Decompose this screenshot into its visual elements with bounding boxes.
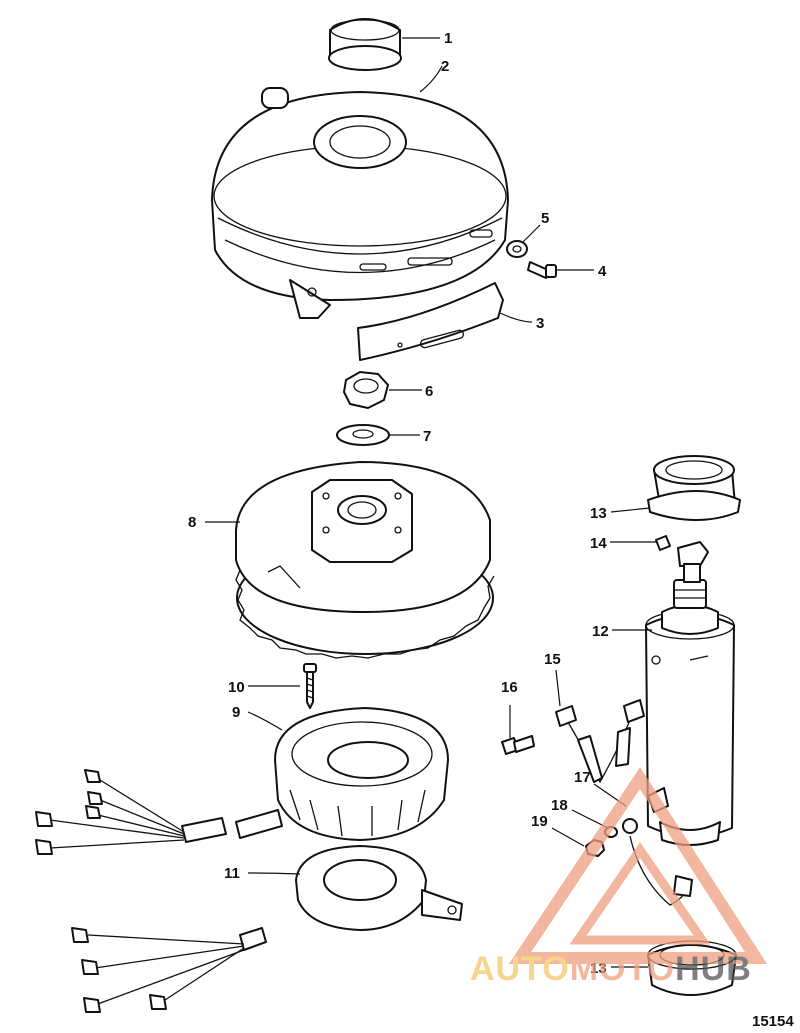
screw-part-4 [527,261,557,279]
flywheel-part-8 [235,461,495,659]
callout-19: 19 [531,813,548,830]
watermark-text-moto: MOTO [570,950,675,988]
callout-labels: 1 2 3 4 5 6 7 8 9 10 11 12 13 13 14 15 1… [188,30,609,977]
bolt-part-16 [501,735,535,755]
callout-4: 4 [598,263,607,280]
callout-17: 17 [574,769,591,786]
callout-12: 12 [592,623,609,640]
trigger-part-11 [239,845,463,951]
callout-1: 1 [444,30,452,47]
cap-part-1 [328,18,402,71]
callout-3: 3 [536,315,544,332]
callout-8: 8 [188,514,196,531]
watermark-inner-triangle [569,842,711,945]
stator-wire-harness [35,769,185,855]
bracket-part-3 [357,282,504,361]
callout-18: 18 [551,797,568,814]
watermark-logo: AUTOMOTOHUB [470,767,768,988]
watermark-text-auto: AUTO [470,950,570,988]
stator-part-9 [181,707,449,843]
callout-11: 11 [224,865,240,882]
figure-number: 15154 [752,1013,794,1030]
callout-16: 16 [501,679,518,696]
callout-13-top: 13 [590,505,607,522]
clip-part-14 [655,535,671,551]
cable-part-15 [555,699,645,784]
flywheel-cover-part-2 [211,87,509,319]
callout-7: 7 [423,428,431,445]
callout-13-bottom: 13 [590,960,607,977]
watermark-triangle [508,767,768,964]
callout-9: 9 [232,704,240,721]
callout-5: 5 [541,210,549,227]
screw-part-10 [303,663,317,709]
watermark-text: AUTOMOTOHUB [470,950,752,988]
washer-part-7 [336,424,390,446]
nut-part-6 [343,371,389,409]
trigger-wire-harness [71,927,245,1013]
starter-motor-part-12 [645,541,735,846]
callout-2: 2 [441,58,449,75]
washer-part-5 [506,240,528,258]
callout-10: 10 [228,679,245,696]
callout-15: 15 [544,651,561,668]
watermark-text-hub: HUB [675,950,752,988]
callout-14: 14 [590,535,607,552]
boot-part-13-top [647,455,741,521]
callout-6: 6 [425,383,433,400]
